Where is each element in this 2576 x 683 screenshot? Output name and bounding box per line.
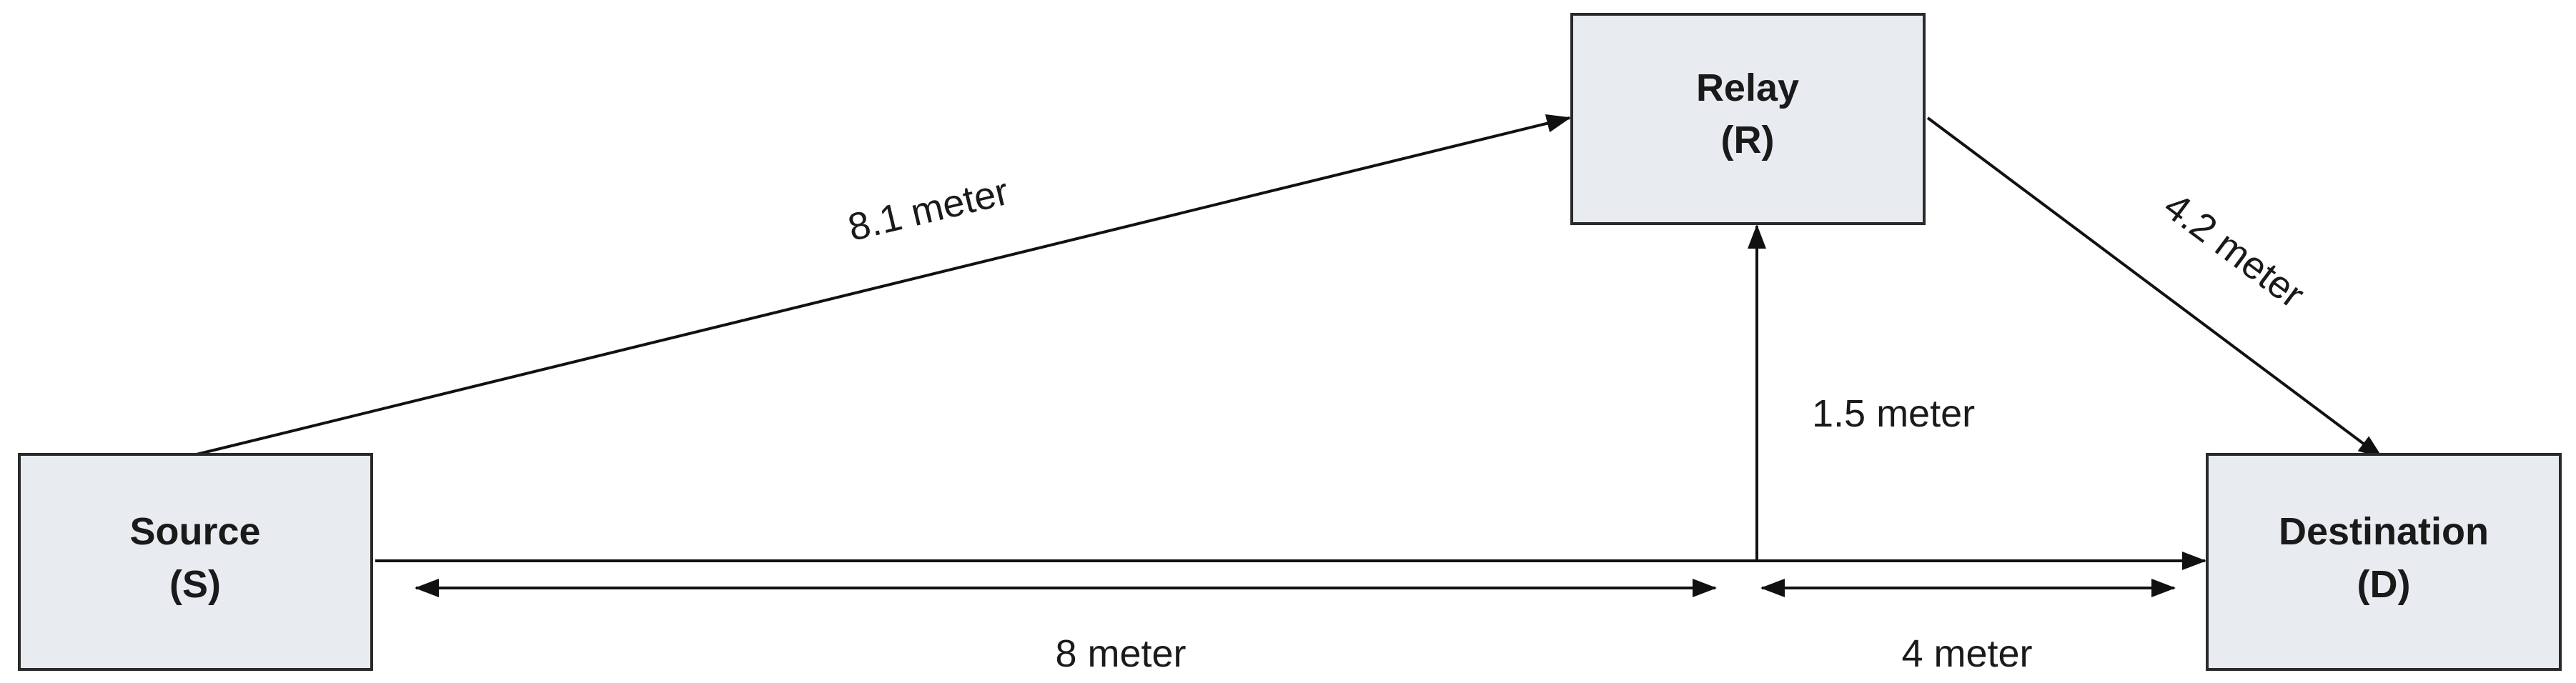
destination-node-name: Destination — [2279, 510, 2489, 553]
edge-source-to-relay — [196, 114, 1571, 456]
destination-node: Destination (D) — [2206, 453, 2562, 671]
label-foot-destination-distance: 4 meter — [1901, 632, 2032, 675]
label-source-foot-distance: 8 meter — [1055, 632, 1186, 675]
label-relay-destination-distance: 4.2 meter — [2156, 184, 2312, 316]
edge-relay-to-destination — [1926, 116, 2383, 459]
source-node: Source (S) — [18, 453, 373, 671]
destination-node-symbol: (D) — [2357, 563, 2411, 606]
relay-node-name: Relay — [1696, 66, 1799, 109]
source-node-symbol: (S) — [169, 563, 221, 606]
label-source-relay-distance: 8.1 meter — [844, 170, 1013, 249]
relay-node-symbol: (R) — [1721, 119, 1775, 161]
label-relay-vertical-distance: 1.5 meter — [1812, 392, 1975, 435]
source-node-name: Source — [129, 510, 260, 553]
relay-node: Relay (R) — [1570, 13, 1926, 225]
